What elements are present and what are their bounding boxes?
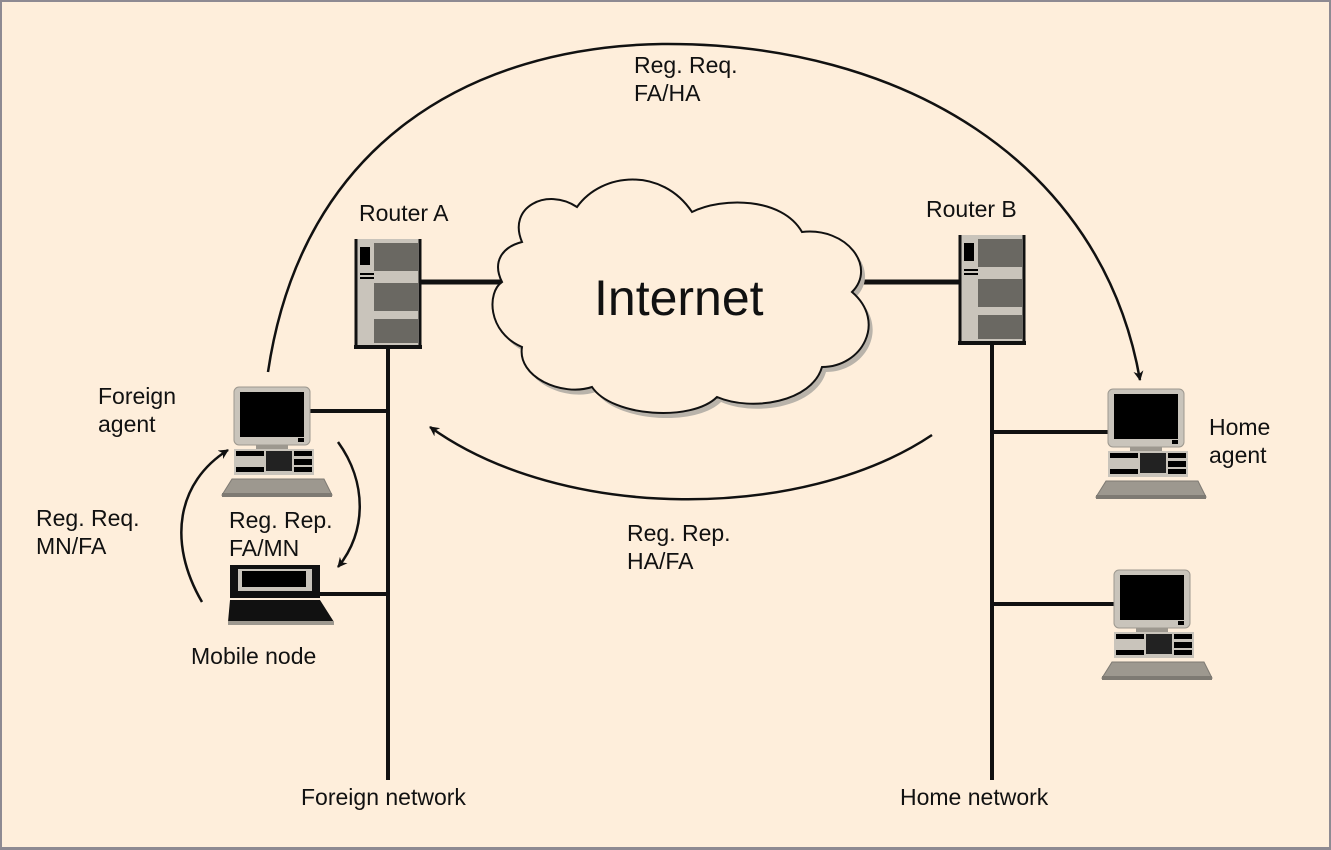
reg-rep-ha-fa-arrow <box>429 425 933 501</box>
home-host-computer-icon <box>1101 569 1213 681</box>
reg-req-mn-fa-arrow <box>180 448 229 603</box>
mobile-node-label: Mobile node <box>191 643 317 669</box>
router-a-icon <box>352 237 424 349</box>
internet-cloud <box>491 178 873 419</box>
home-agent-label-line2: agent <box>1209 442 1267 468</box>
reg-req-mn-fa-line2: MN/FA <box>36 533 107 559</box>
foreign-agent-computer-icon <box>221 386 333 498</box>
home-network-label: Home network <box>900 784 1049 810</box>
reg-rep-ha-fa-line1: Reg. Rep. <box>627 520 731 546</box>
reg-rep-ha-fa-line2: HA/FA <box>627 548 694 574</box>
foreign-agent-label-line2: agent <box>98 411 156 437</box>
reg-req-mn-fa-line1: Reg. Req. <box>36 505 140 531</box>
foreign-agent-label-line1: Foreign <box>98 383 176 409</box>
foreign-agent-label: Foreign agent <box>98 382 176 438</box>
reg-rep-fa-mn-arrow <box>336 441 361 568</box>
reg-req-fa-ha-label: Reg. Req. FA/HA <box>634 51 738 107</box>
reg-rep-fa-mn-line2: FA/MN <box>229 535 300 561</box>
reg-rep-fa-mn-label: Reg. Rep. FA/MN <box>229 506 333 562</box>
router-b-icon <box>956 233 1028 345</box>
reg-req-fa-ha-arrow <box>266 42 1144 381</box>
reg-req-mn-fa-label: Reg. Req. MN/FA <box>36 504 140 560</box>
foreign-network-label: Foreign network <box>301 784 466 810</box>
home-agent-label: Home agent <box>1209 413 1270 469</box>
home-agent-label-line1: Home <box>1209 414 1271 440</box>
router-b-label: Router B <box>926 196 1017 222</box>
home-agent-computer-icon <box>1095 388 1207 500</box>
reg-rep-fa-mn-line1: Reg. Rep. <box>229 507 333 533</box>
router-a-label: Router A <box>359 200 449 226</box>
reg-req-fa-ha-line2: FA/HA <box>634 80 701 106</box>
mobile-node-laptop-icon <box>228 565 334 625</box>
internet-label: Internet <box>594 270 764 326</box>
reg-req-fa-ha-line1: Reg. Req. <box>634 52 738 78</box>
reg-rep-ha-fa-label: Reg. Rep. HA/FA <box>627 519 731 575</box>
